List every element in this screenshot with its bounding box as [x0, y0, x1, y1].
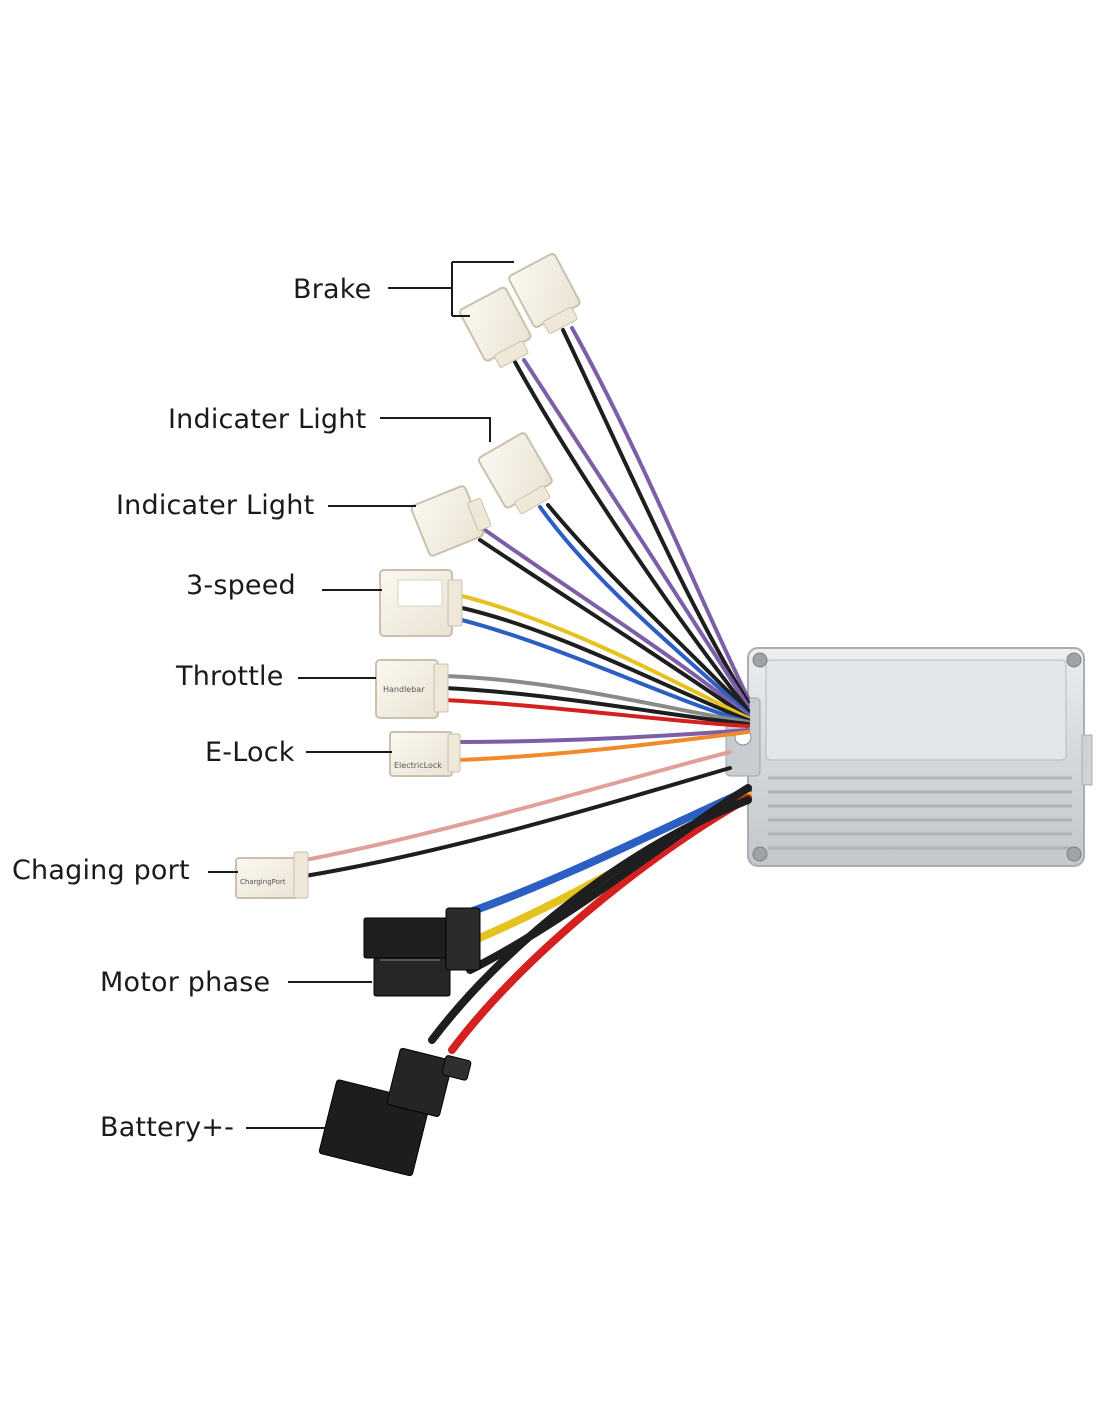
battery-connector [318, 1047, 472, 1177]
e-lock-connector-mark: ElectricLock [394, 761, 442, 770]
throttle-connector: Handlebar [375, 659, 449, 719]
label-throttle: Throttle [176, 661, 284, 692]
charging-port-connector: ChargingPort [235, 851, 309, 899]
three-speed-connector [379, 569, 463, 637]
label-three-speed: 3-speed [186, 570, 296, 601]
label-indicator-light-1: Indicater Light [168, 404, 367, 435]
leader-lines [208, 261, 514, 1129]
brake-connector-upper [508, 253, 581, 334]
label-brake: Brake [293, 274, 372, 305]
power-wires [428, 784, 752, 1054]
e-lock-connector: ElectricLock [389, 731, 461, 777]
controller-housing [725, 647, 1093, 867]
label-motor-phase: Motor phase [100, 967, 271, 998]
signal-wires [303, 326, 750, 878]
label-charging-port: Chaging port [12, 855, 190, 886]
brake-connector-lower [459, 286, 532, 368]
label-e-lock: E-Lock [205, 737, 295, 768]
charging-connector-mark: ChargingPort [240, 878, 286, 886]
label-indicator-light-2: Indicater Light [116, 490, 315, 521]
motor-phase-connector [363, 907, 481, 997]
label-battery: Battery+- [100, 1112, 235, 1143]
indicator-light-connector-2 [410, 485, 492, 557]
indicator-light-connector-1 [477, 432, 553, 515]
throttle-connector-mark: Handlebar [383, 685, 425, 694]
